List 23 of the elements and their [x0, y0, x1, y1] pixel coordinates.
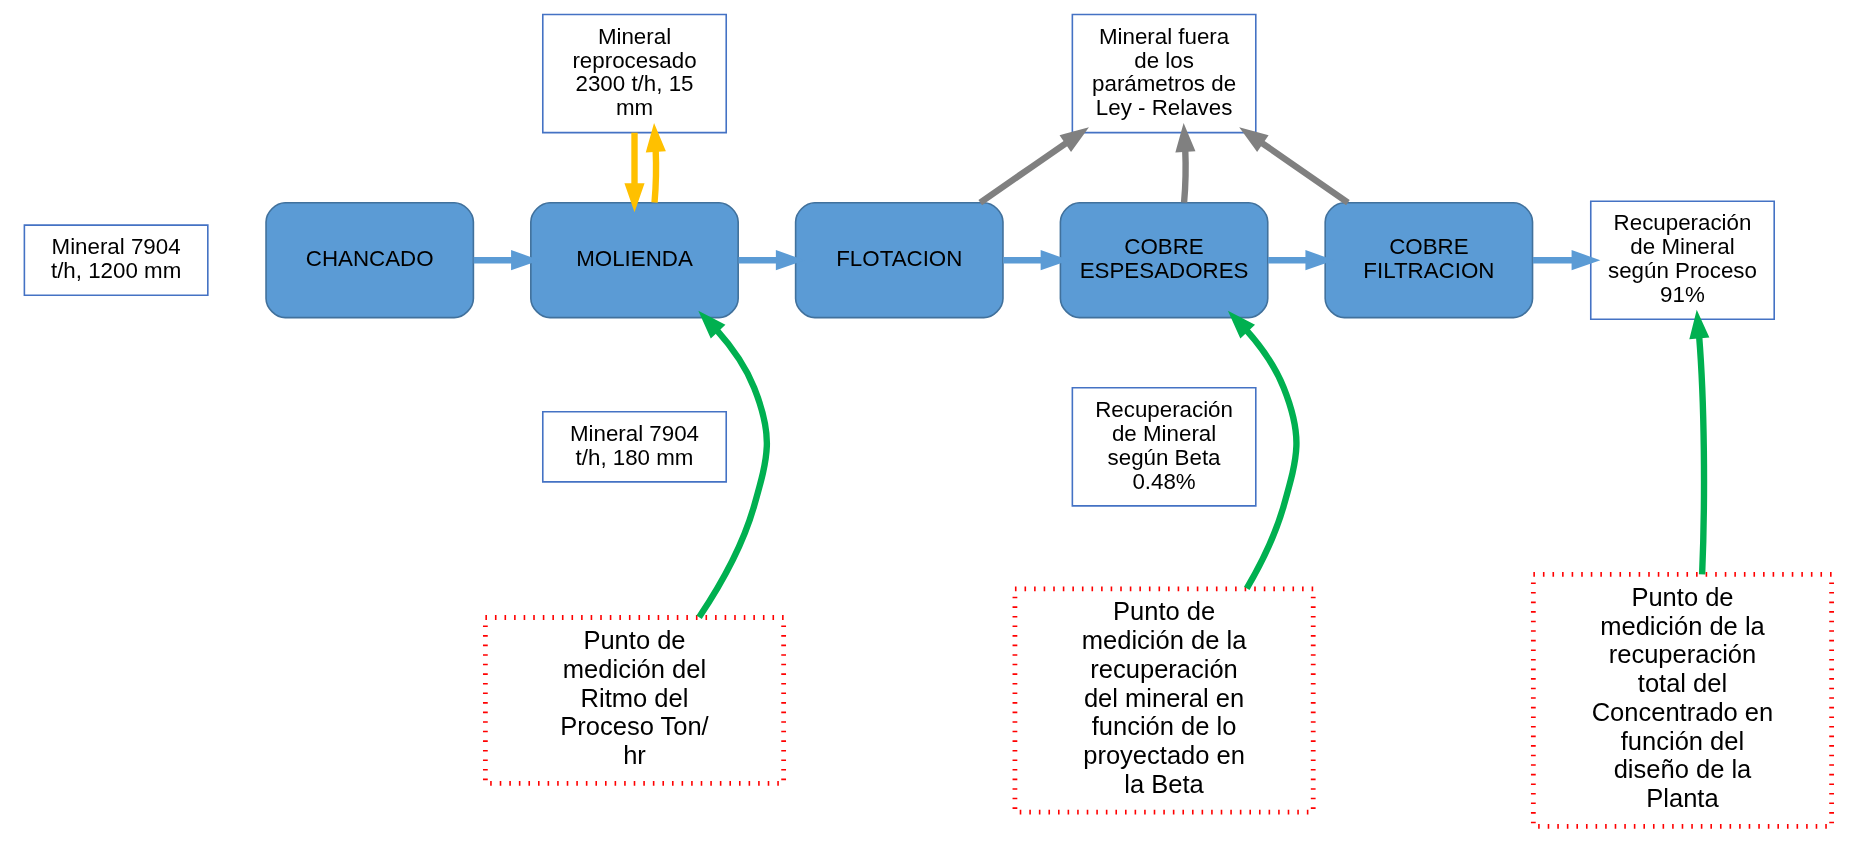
node-box: Recuperación de Mineral según Beta 0.48%	[1071, 387, 1257, 507]
node-box: FLOTACION	[794, 201, 1004, 319]
node-box: Mineral reprocesado 2300 t/h, 15 mm	[541, 13, 727, 134]
arrow	[1688, 309, 1709, 575]
arrow	[1227, 310, 1300, 591]
node-box: CHANCADO	[264, 201, 474, 319]
node-box: MOLIENDA	[529, 201, 739, 319]
arrow	[1532, 250, 1600, 271]
arrow	[645, 123, 666, 203]
node-box: COBRE FILTRACION	[1323, 201, 1533, 319]
arrow	[623, 132, 645, 213]
arrow	[1238, 127, 1350, 206]
node-box: Mineral 7904 t/h, 180 mm	[541, 410, 727, 483]
node-box: Punto de medición del Ritmo del Proceso Ton/ hr	[482, 615, 786, 786]
node-box: Punto de medición de la recuperación total del Concentrado en función del diseño de la Planta	[1530, 572, 1834, 829]
node-box: Recuperación de Mineral según Proceso 91%	[1589, 200, 1775, 320]
node-box: COBRE ESPESADORES	[1059, 201, 1269, 319]
arrow	[1174, 123, 1195, 203]
node-box: Punto de medición de la recuperación del mineral en función de lo proyectado en la Beta	[1012, 586, 1316, 815]
node-box: Mineral fuera de los parámetros de Ley - Relaves	[1071, 13, 1257, 134]
node-box: Mineral 7904 t/h, 1200 mm	[23, 224, 209, 297]
arrow	[695, 310, 770, 619]
arrow	[977, 127, 1089, 206]
